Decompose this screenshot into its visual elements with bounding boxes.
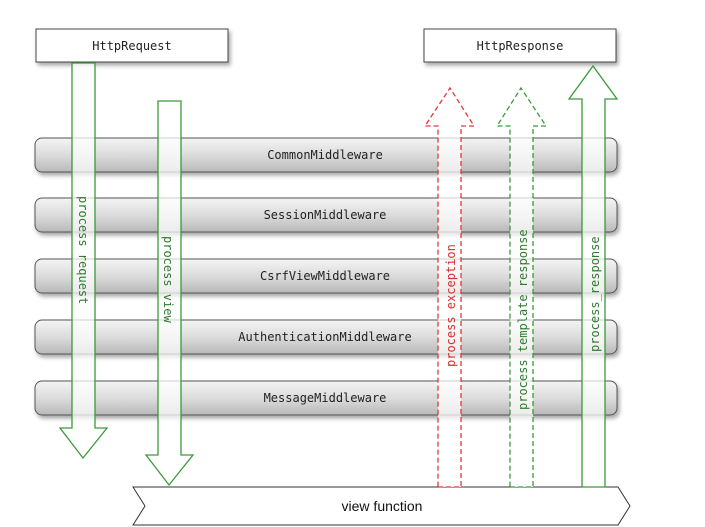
middleware-label-session: SessionMiddleware [264,208,387,222]
view-function-banner: view function [132,486,631,526]
middleware-label-authentication: AuthenticationMiddleware [238,330,411,344]
process-exception-label: process exception [444,244,458,367]
process-response-label: process_response [588,236,602,352]
view-function-label: view function [342,498,423,514]
middleware-label-message: MessageMiddleware [264,391,387,405]
middleware-label-common: CommonMiddleware [267,148,383,162]
http-request-box: HttpRequest [35,28,229,63]
process-response-arrow: process_response [567,64,619,488]
http-request-label: HttpRequest [92,39,171,53]
http-response-box: HttpResponse [423,28,617,63]
middleware-label-csrf-view: CsrfViewMiddleware [260,269,390,283]
process-request-label: process request [76,196,90,304]
http-response-label: HttpResponse [477,39,564,53]
process-request-arrow: process request [58,62,109,460]
process-view-label: process view [161,236,175,323]
process-view-arrow: process view [144,100,195,487]
process-template-response-arrow: process template response [495,86,548,488]
process-exception-arrow: process exception [423,86,476,488]
process-template-response-label: process template response [516,229,530,410]
